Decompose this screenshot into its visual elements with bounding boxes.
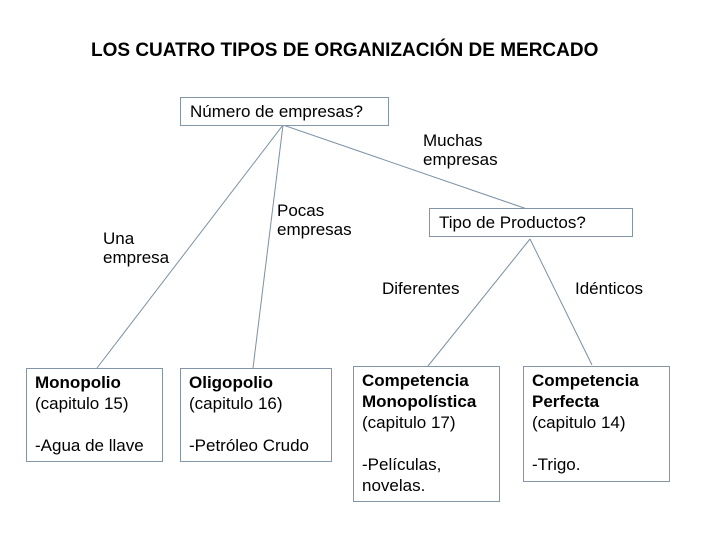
question-label: Número de empresas?: [190, 101, 363, 121]
market-chapter: (capitulo 14): [532, 413, 626, 432]
market-name: Competencia Monopolística: [362, 371, 477, 411]
question-box-tipo-de-productos: Tipo de Productos?: [429, 208, 633, 237]
branch-label-una-empresa: Una empresa: [103, 229, 170, 267]
page-title: LOS CUATRO TIPOS DE ORGANIZACIÓN DE MERC…: [91, 40, 599, 61]
branch-label-muchas-empresas: Muchas empresas: [423, 131, 498, 169]
question-label: Tipo de Productos?: [439, 212, 586, 232]
market-chapter: (capitulo 16): [189, 394, 283, 413]
branch-label-identicos: Idénticos: [575, 279, 644, 298]
connector-tipo-competencia-monopolistica: [427, 238, 531, 367]
market-example: -Agua de llave: [35, 436, 144, 455]
market-name: Monopolio: [35, 373, 121, 392]
market-box-competencia-monopolistica: Competencia Monopolística (capitulo 17) …: [353, 366, 500, 502]
market-box-oligopolio: Oligopolio (capitulo 16) -Petróleo Crudo: [180, 368, 332, 462]
market-name: Oligopolio: [189, 373, 274, 392]
market-chapter: (capitulo 17): [362, 413, 456, 432]
connector-tipo-competencia-perfecta: [529, 238, 593, 366]
connector-numero-oligopolio: [252, 124, 284, 369]
market-box-monopolio: Monopolio (capitulo 15) -Agua de llave: [26, 368, 163, 462]
market-example: -Trigo.: [532, 455, 581, 474]
branch-label-pocas-empresas: Pocas empresas: [277, 201, 352, 239]
question-box-numero-de-empresas: Número de empresas?: [180, 97, 389, 126]
market-example: -Petróleo Crudo: [189, 436, 310, 455]
branch-label-diferentes: Diferentes: [382, 279, 460, 298]
market-name: Competencia Perfecta: [532, 371, 639, 411]
market-box-competencia-perfecta: Competencia Perfecta (capitulo 14) -Trig…: [523, 366, 670, 482]
market-example: -Películas, novelas.: [362, 455, 442, 495]
market-chapter: (capitulo 15): [35, 394, 129, 413]
